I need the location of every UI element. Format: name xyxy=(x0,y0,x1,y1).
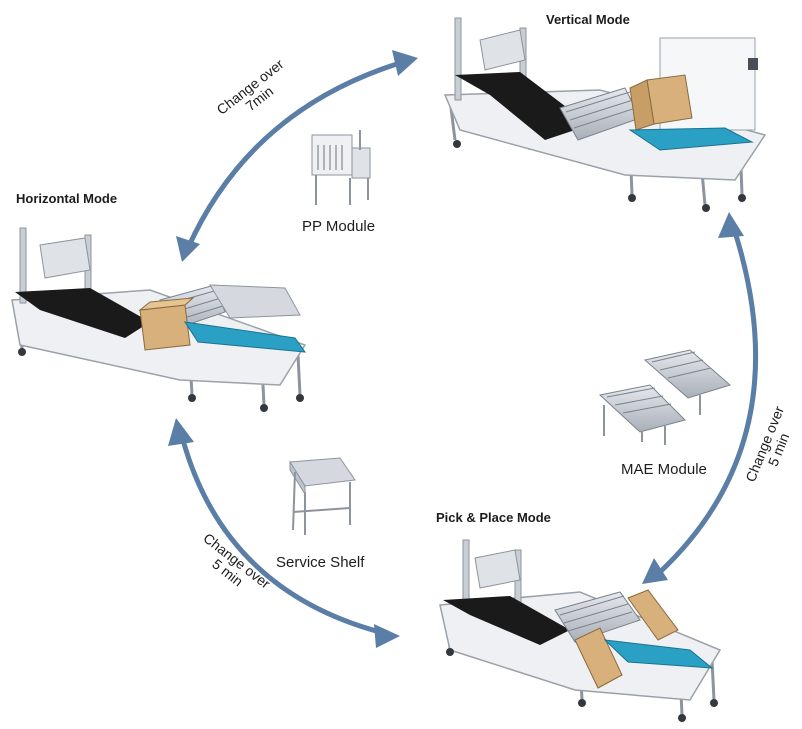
pp-module-graphic xyxy=(311,130,371,205)
pick-place-mode-label: Pick & Place Mode xyxy=(436,510,551,525)
changeover-arrow-right xyxy=(642,212,759,584)
pp-module-label: PP Module xyxy=(302,218,376,235)
service-shelf-label: Service Shelf xyxy=(276,554,365,571)
vertical-mode-machine xyxy=(443,17,767,212)
changeover-arrow-top-left xyxy=(176,50,418,262)
horizontal-mode-label: Horizontal Mode xyxy=(16,191,118,206)
service-shelf-graphic xyxy=(289,457,356,535)
pick-place-mode-machine xyxy=(439,539,722,722)
changeover-arrow-bottom-left xyxy=(168,418,400,648)
vertical-mode-label: Vertical Mode xyxy=(546,12,630,27)
mae-module-graphic xyxy=(598,349,732,445)
mae-module-label: MAE Module xyxy=(621,461,707,478)
horizontal-mode-machine xyxy=(11,227,307,412)
